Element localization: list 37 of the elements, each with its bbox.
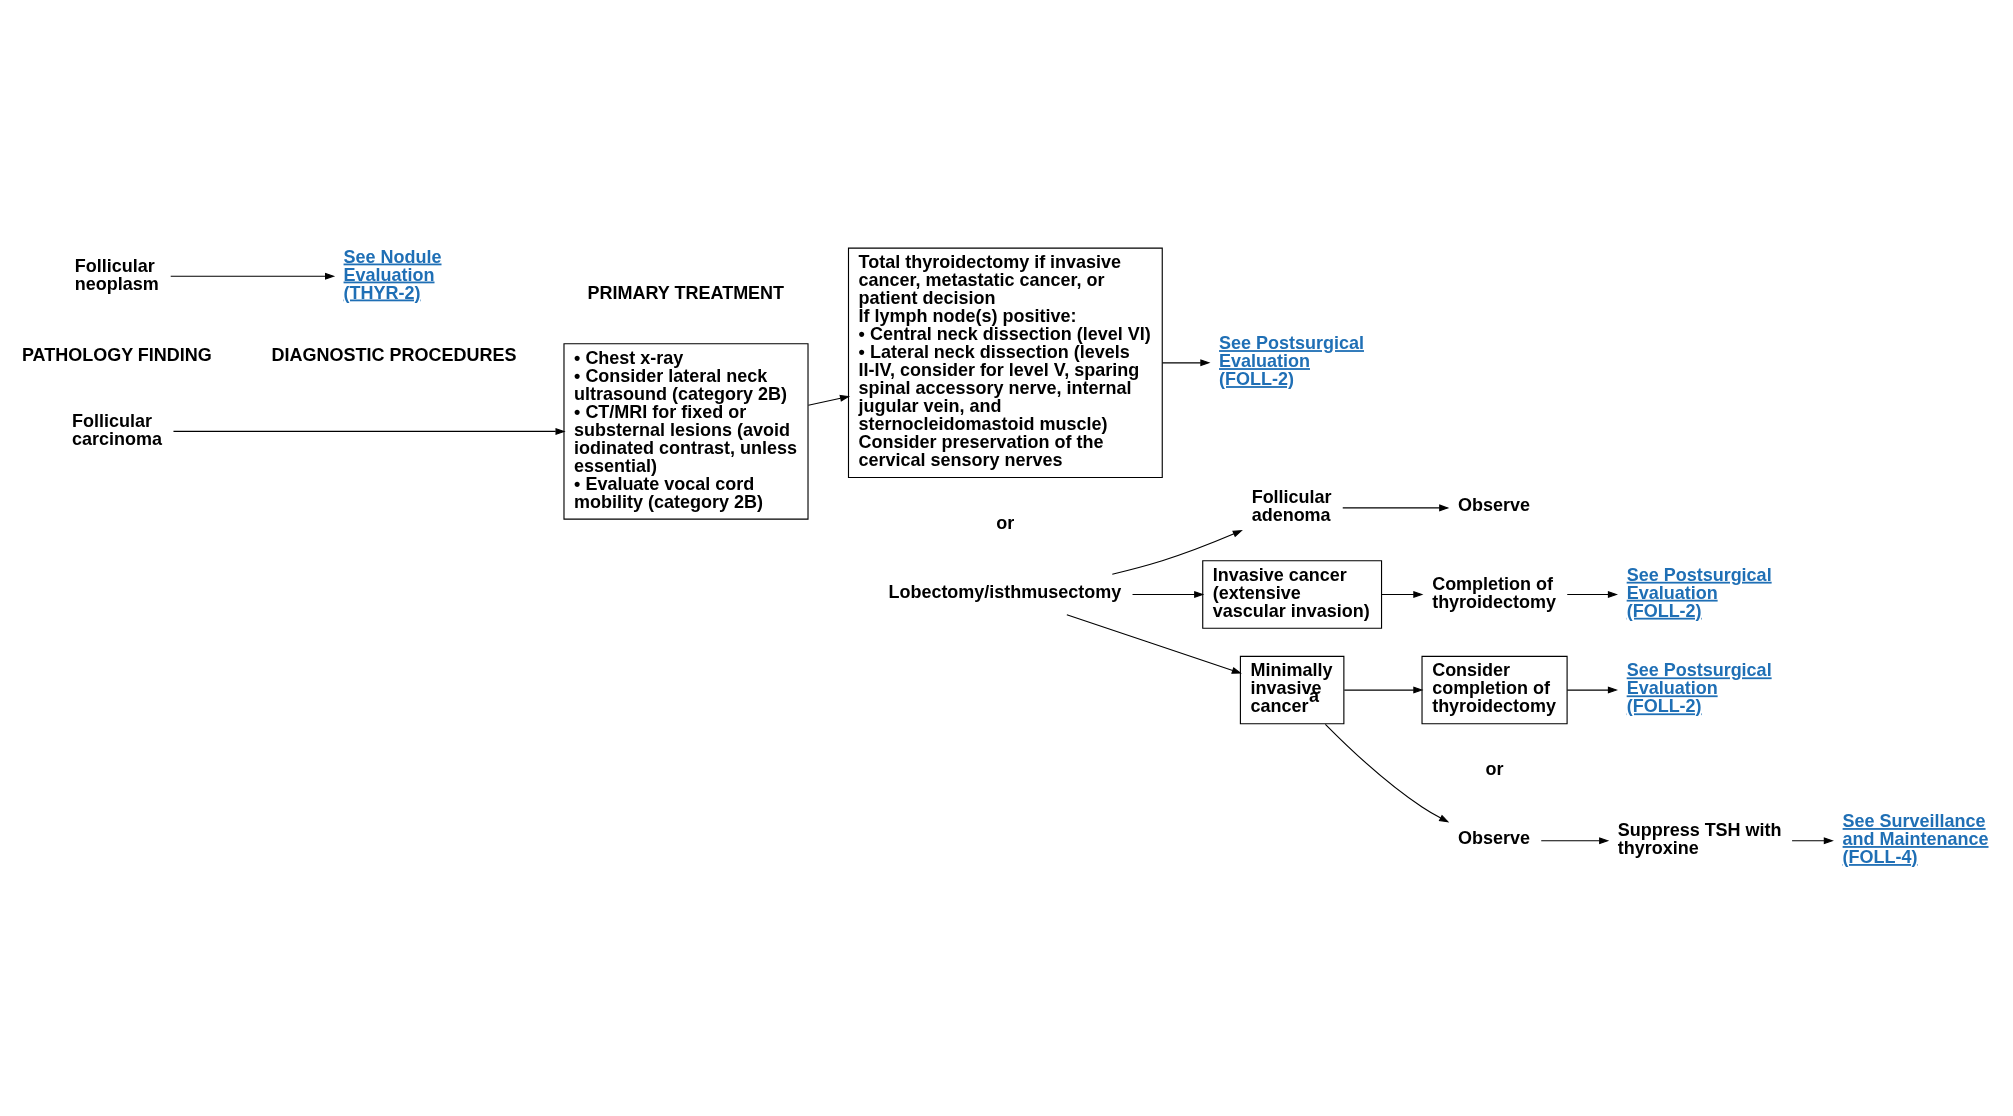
node-text: Follicular neoplasm <box>74 255 159 293</box>
arrow <box>1161 358 1211 366</box>
node-box: Consider completion of thyroidectomy <box>1421 655 1568 724</box>
node-text: See Postsurgical Evaluation (FOLL-2) <box>1626 659 1772 716</box>
node-text: Completion of thyroidectomy <box>1432 573 1557 612</box>
arrow <box>1342 503 1450 511</box>
node-text: Follicular carcinoma <box>71 410 162 449</box>
arrow <box>1566 686 1618 694</box>
arrow <box>1381 590 1424 598</box>
node-text: Observe <box>1458 827 1530 848</box>
node-text: See Nodule Evaluation (THYR-2) <box>343 246 442 302</box>
node-box: Total thyroidectomy if invasive cancer, metastatic cancer, or patient decision If lymph node(s) positive: • Central neck dissection (level VI) • Lateral neck dissection (levels II-IV, consider for level V, sparing spinal accessory nerve, internal jugular vein, and sternocleidomastoid muscle) Consider preservation of the cervical sensory nerves <box>847 247 1163 478</box>
node-box: • Chest x-ray • Consider lateral neck ultrasound (category 2B) • CT/MRI for fixed or substernal lesions (avoid iodinated contrast, unless essential) • Evaluate vocal cord mobility (category 2B) <box>563 342 809 520</box>
label: or <box>1485 758 1504 779</box>
node-text: See Postsurgical Evaluation (FOLL-2) <box>1219 332 1364 389</box>
node-text: Follicular adenoma <box>1251 486 1332 525</box>
arrow <box>807 394 851 406</box>
arrow <box>1131 590 1205 598</box>
arrow <box>1343 686 1424 694</box>
arrow <box>1066 613 1242 674</box>
arrow <box>1540 836 1610 844</box>
arrow <box>172 427 566 435</box>
node-text: See Surveillance and Maintenance (FOLL-4) <box>1842 810 1989 867</box>
node-text: See Postsurgical Evaluation (FOLL-2) <box>1626 564 1772 621</box>
label: PATHOLOGY FINDING <box>21 344 212 365</box>
arrow <box>1566 590 1618 598</box>
arrow <box>1111 529 1243 575</box>
label: or <box>996 512 1015 533</box>
arrow <box>170 272 336 280</box>
node-text: Observe <box>1458 494 1530 515</box>
node-text: Lobectomy/isthmusectomy <box>888 581 1122 602</box>
node-box: Invasive cancer (extensive vascular invasion) <box>1202 559 1383 629</box>
label: PRIMARY TREATMENT <box>587 282 785 302</box>
label: DIAGNOSTIC PROCEDURES <box>271 344 517 365</box>
arrow <box>1791 836 1834 844</box>
arrow <box>1324 723 1450 822</box>
node-text: Suppress TSH with thyroxine <box>1617 819 1782 858</box>
